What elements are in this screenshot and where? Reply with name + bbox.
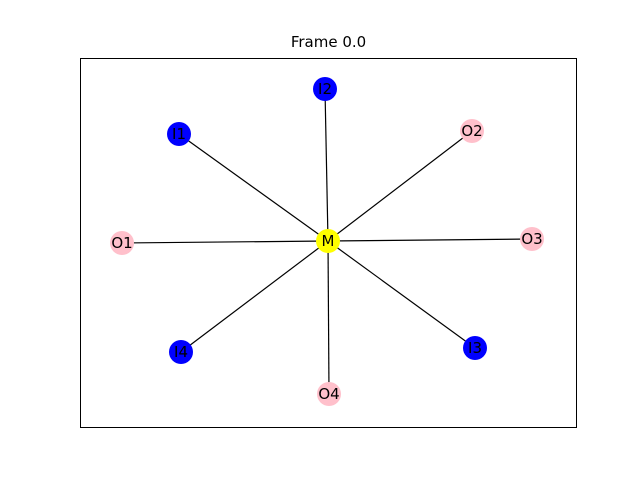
edges-layer [121,88,533,395]
node-i4: I4 [169,340,193,364]
node-i3-circle [463,336,487,360]
edge-m-i3 [327,240,476,349]
node-i1: I1 [167,122,191,146]
edge-m-o1 [121,240,329,244]
node-m-label: M [322,232,335,250]
node-o3-circle [520,227,544,251]
node-o2-label: O2 [461,122,482,140]
node-o3: O3 [520,227,544,251]
node-o1: O1 [110,231,134,255]
edge-m-o3 [327,238,533,242]
node-i2-label: I2 [318,80,332,98]
edge-m-o4 [327,240,330,395]
node-i4-label: I4 [174,343,188,361]
node-o2: O2 [460,119,484,143]
node-m-circle [316,229,340,253]
node-m: M [316,229,340,253]
node-o4-circle [317,382,341,406]
frame-title: Frame 0.0 [290,33,367,51]
node-o3-label: O3 [521,230,542,248]
node-i3: I3 [463,336,487,360]
node-o4: O4 [317,382,341,406]
node-i2: I2 [313,77,337,101]
node-o4-label: O4 [318,385,339,403]
node-i1-circle [167,122,191,146]
node-o1-circle [110,231,134,255]
node-i2-circle [313,77,337,101]
edge-m-i4 [180,240,329,353]
node-o2-circle [460,119,484,143]
node-i4-circle [169,340,193,364]
node-i1-label: I1 [172,125,186,143]
node-o1-label: O1 [111,234,132,252]
edge-m-o2 [327,130,473,242]
node-i3-label: I3 [468,339,482,357]
edge-m-i2 [324,88,329,242]
edge-m-i1 [178,133,329,242]
